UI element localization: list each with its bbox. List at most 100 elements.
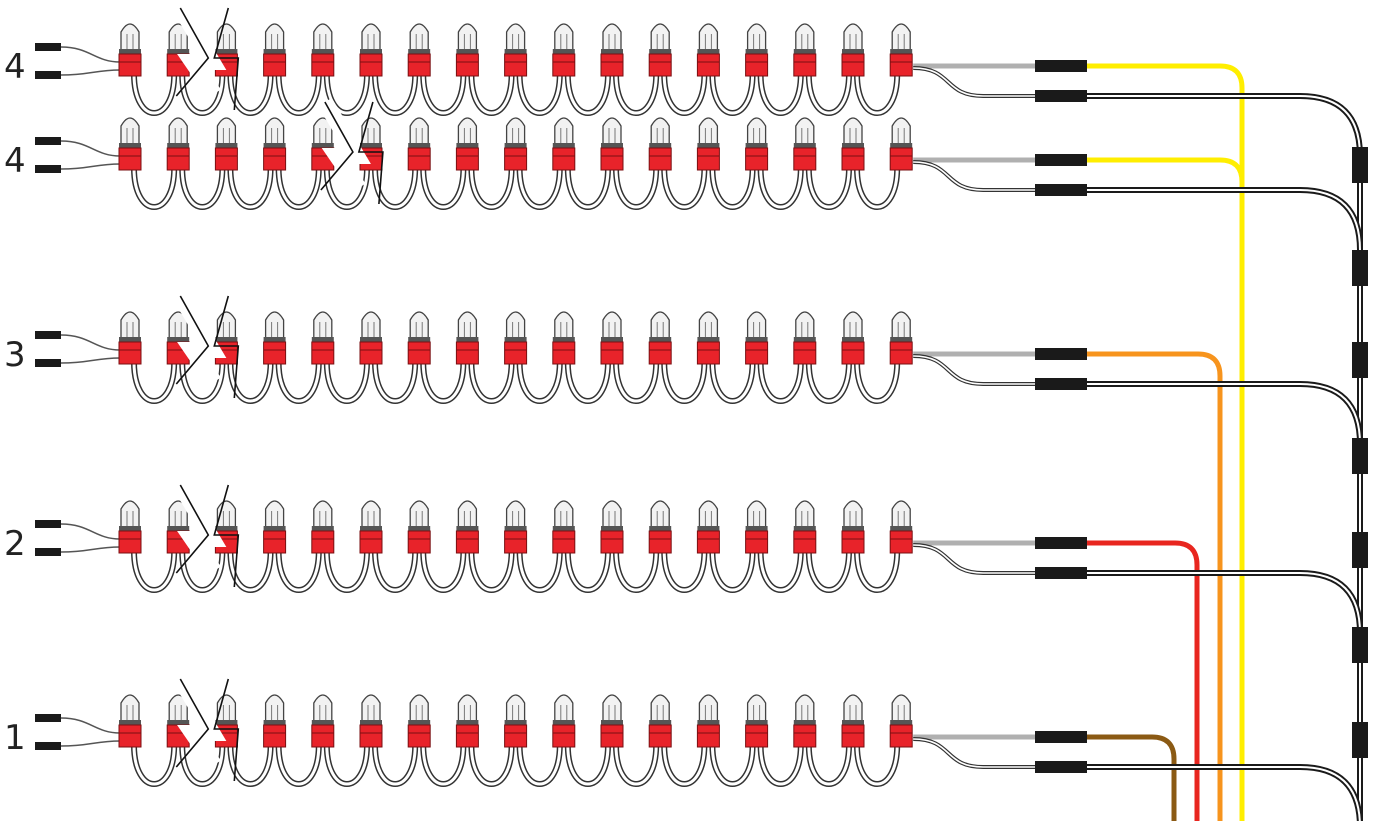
bulb-glass <box>457 117 478 145</box>
bulb-glass <box>891 694 911 722</box>
feed-wire-bottom-core <box>913 738 1035 768</box>
trunk-splice <box>1352 342 1368 378</box>
strand-wire-outer <box>131 744 901 787</box>
bulb-glass <box>554 23 574 51</box>
led-bulb <box>648 311 672 365</box>
break-line-left <box>175 7 210 97</box>
bulb-socket <box>600 724 624 748</box>
led-bulb <box>166 117 190 171</box>
bulb-socket <box>455 53 479 77</box>
led-bulb <box>455 311 479 365</box>
bulb-collar <box>697 143 720 148</box>
strand-break-symbol <box>173 674 240 782</box>
bulb-glass <box>746 311 767 339</box>
bulb-socket <box>311 724 335 748</box>
bulb-socket <box>263 341 287 365</box>
bulb-collar <box>745 143 768 148</box>
bulb-socket <box>166 147 190 171</box>
bulb-glass <box>843 694 863 722</box>
trunk-branch <box>1087 570 1363 821</box>
break-line-left <box>320 101 354 191</box>
input-plug-bottom <box>35 548 61 556</box>
bulb-glass <box>602 694 622 722</box>
led-bulb <box>696 311 720 365</box>
bulb-collar <box>311 49 334 54</box>
bulb-socket <box>455 341 479 365</box>
led-bulb <box>504 500 528 554</box>
strand-break-symbol <box>318 97 384 205</box>
bulb-socket <box>118 53 142 77</box>
strand-wire-inner <box>132 361 899 403</box>
led-bulb <box>889 694 913 748</box>
bulb-socket <box>841 53 865 77</box>
break-line-left <box>175 678 210 768</box>
bulb-socket <box>648 724 672 748</box>
bulb-glass <box>409 694 429 722</box>
bulb-socket <box>793 341 817 365</box>
bulb-collar <box>408 337 431 342</box>
bulb-collar <box>215 49 238 54</box>
bulb-glass <box>554 117 574 145</box>
bulb-collar <box>167 143 190 148</box>
bulb-socket <box>696 147 720 171</box>
bulb-collar <box>842 337 864 342</box>
bulb-collar <box>311 143 334 148</box>
bulb-socket <box>648 53 672 77</box>
bulb-glass <box>698 311 719 339</box>
bulb-glass <box>409 23 429 51</box>
bulb-glass <box>843 311 863 339</box>
bulb-socket <box>504 53 528 77</box>
trunk-branch <box>1087 187 1363 821</box>
input-plug-top <box>35 520 61 528</box>
bulb-collar <box>890 720 913 725</box>
bulb-glass <box>264 500 285 528</box>
bulb-glass <box>891 500 911 528</box>
feed-wire-bottom-core <box>913 161 1035 191</box>
led-bulb <box>696 23 720 77</box>
bulb-glass <box>264 694 285 722</box>
bulb-socket <box>407 341 431 365</box>
bulb-collar <box>552 143 575 148</box>
bulb-glass <box>120 500 140 528</box>
bulb-collar <box>408 143 431 148</box>
output-connector-top <box>1035 348 1087 360</box>
bulb-socket <box>118 530 142 554</box>
feed-wire-bottom-core <box>913 544 1035 574</box>
signal-wire <box>1087 540 1200 821</box>
bulb-socket <box>841 530 865 554</box>
break-line-right <box>357 101 384 205</box>
output-connector-top <box>1035 60 1087 72</box>
led-bulb <box>793 117 817 171</box>
bulb-glass <box>650 117 670 145</box>
strand-3 <box>35 291 913 404</box>
led-bulb <box>359 23 383 77</box>
bulb-glass <box>602 311 622 339</box>
bulb-socket <box>600 530 624 554</box>
bulb-collar <box>408 526 431 531</box>
strands-layer <box>35 3 913 787</box>
break-line-right <box>213 678 240 782</box>
strand-wire-outer <box>131 167 901 210</box>
led-bulb <box>648 500 672 554</box>
wiring-layer <box>913 60 1368 821</box>
bulb-socket <box>600 147 624 171</box>
led-bulb <box>648 694 672 748</box>
bulb-collar <box>263 337 286 342</box>
led-bulb <box>793 694 817 748</box>
led-bulb <box>552 311 576 365</box>
bulb-collar <box>215 143 238 148</box>
led-bulb <box>552 117 576 171</box>
input-plug-top <box>35 137 61 145</box>
strand-2 <box>35 97 913 210</box>
led-bulb <box>214 117 238 171</box>
led-bulb <box>407 694 431 748</box>
bulb-collar <box>745 337 768 342</box>
led-bulb <box>552 500 576 554</box>
bulb-collar <box>167 720 190 725</box>
bulb-collar <box>119 337 141 342</box>
strand-1 <box>35 3 913 116</box>
bulb-glass <box>698 500 719 528</box>
bulb-glass <box>264 311 285 339</box>
bulb-glass <box>891 23 911 51</box>
trunk-splice <box>1352 627 1368 663</box>
